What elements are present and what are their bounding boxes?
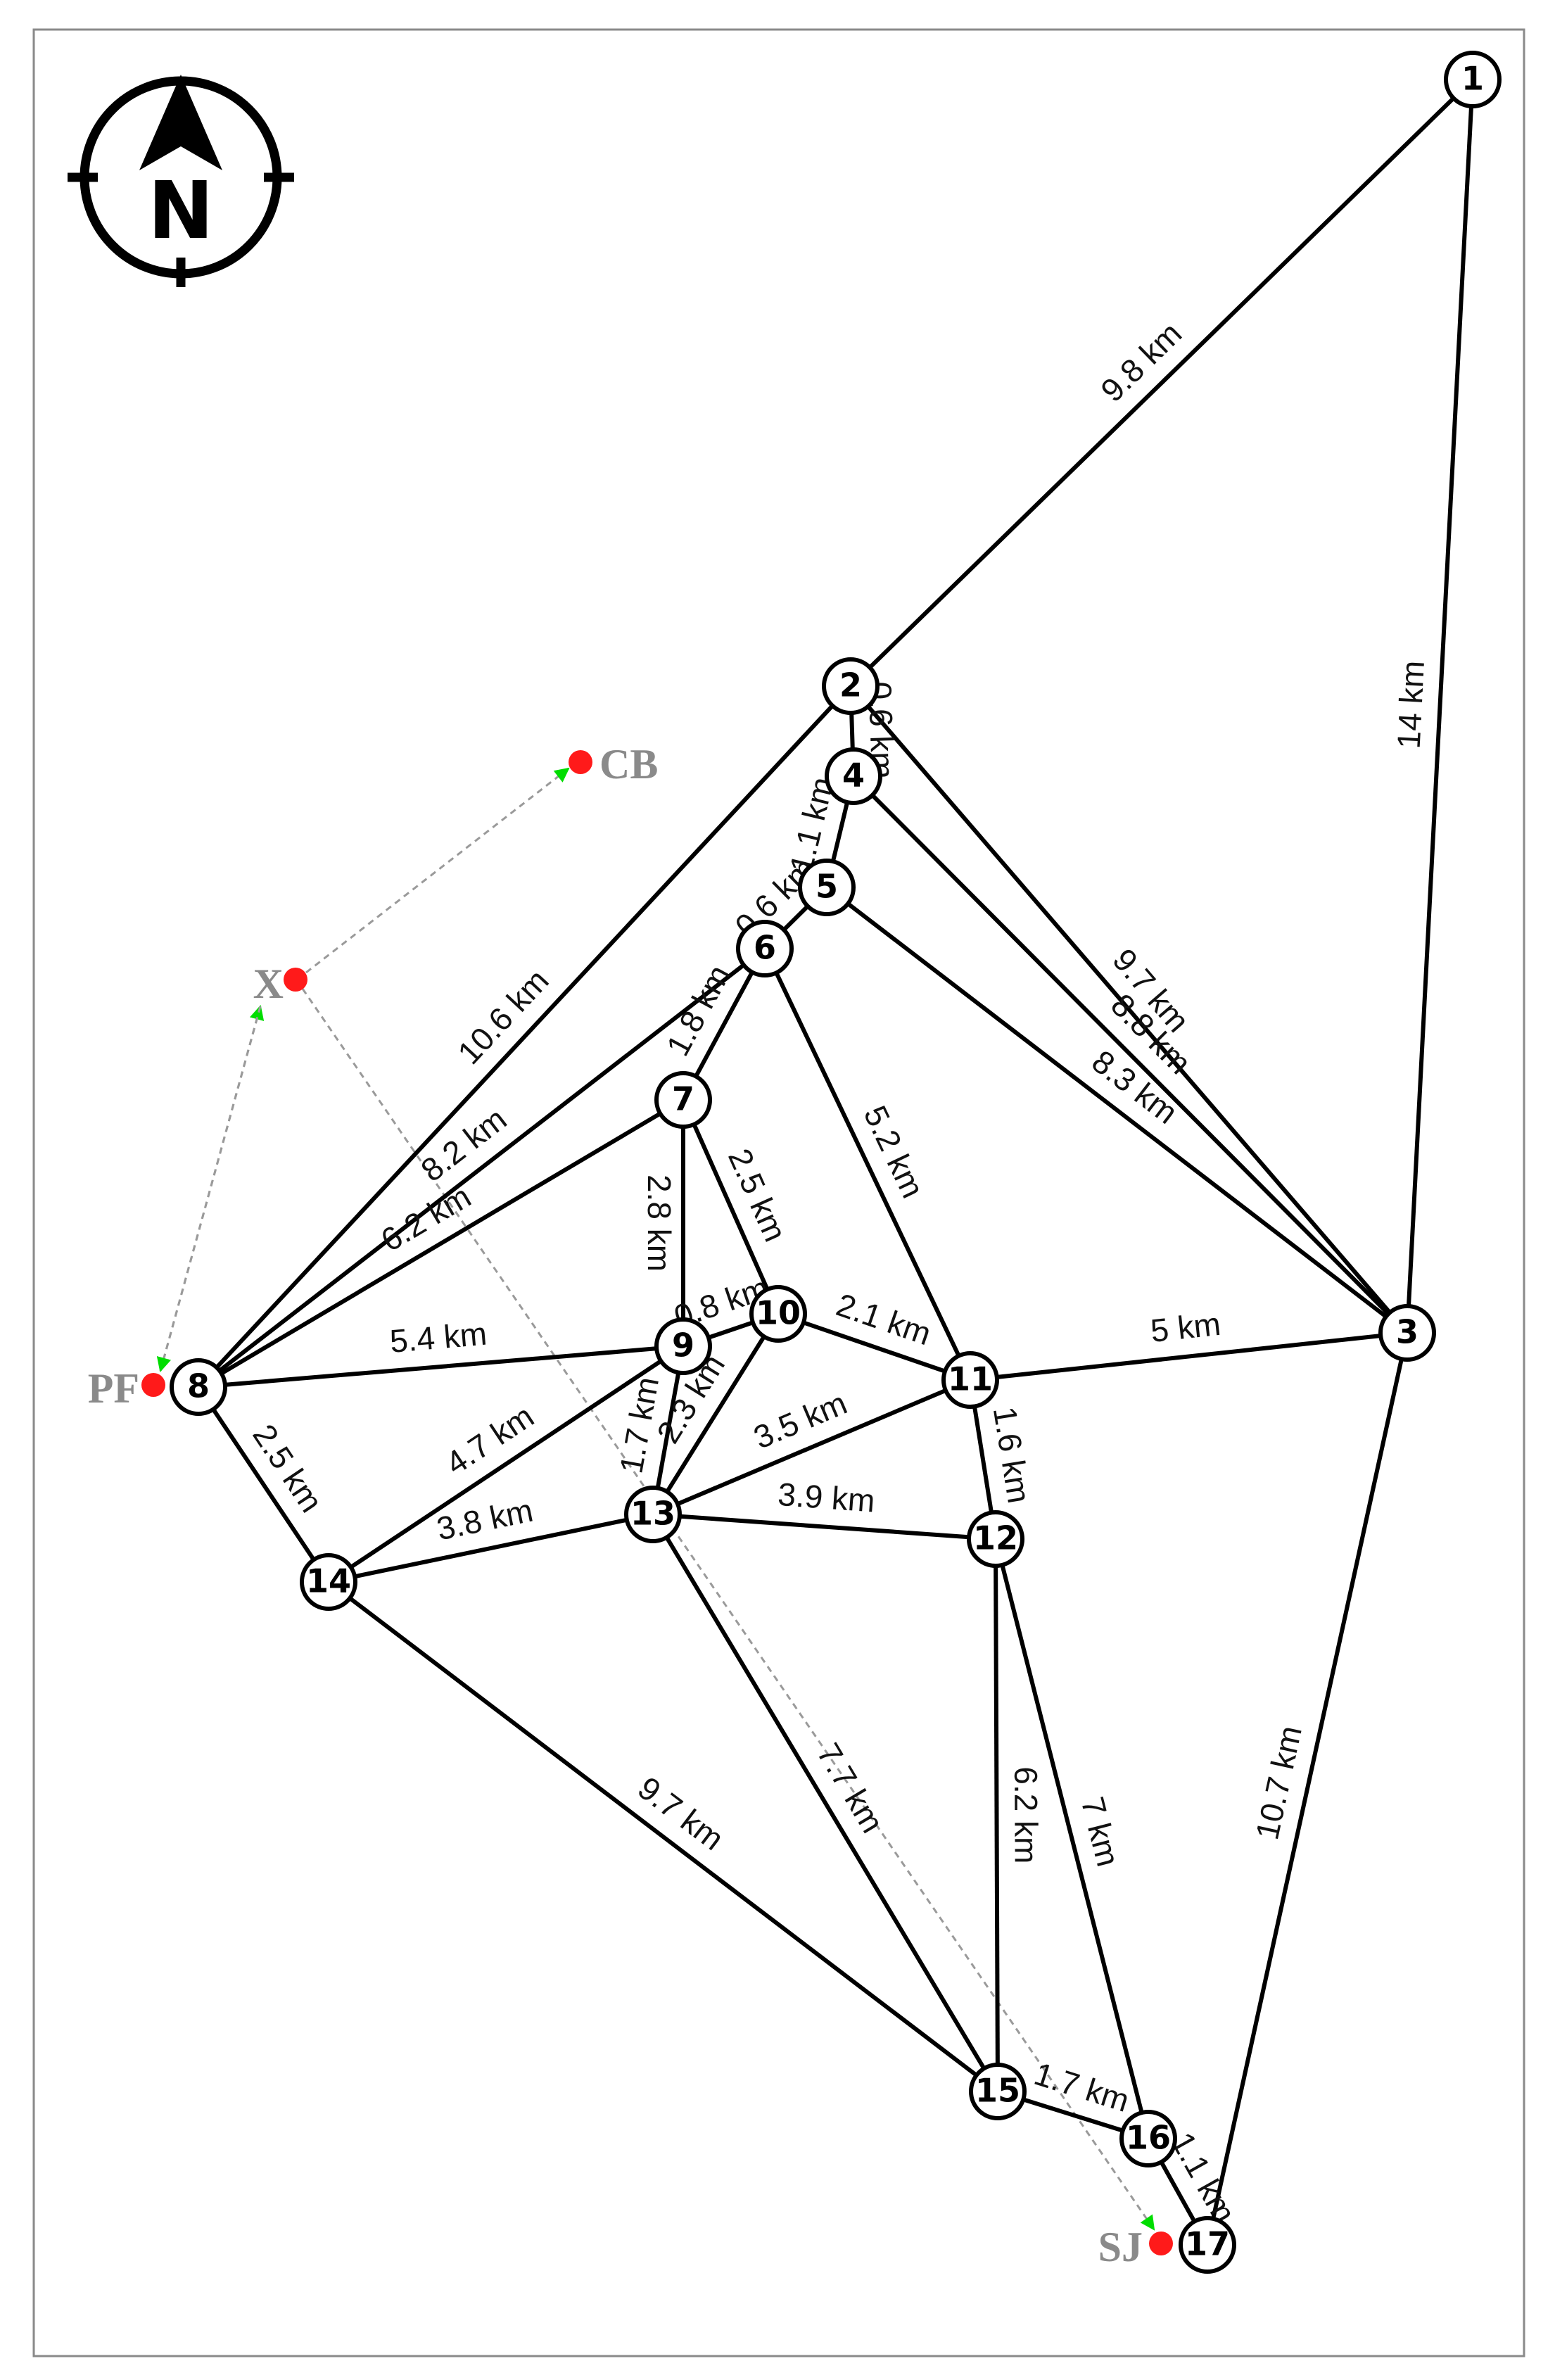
- edge-1-3: [1405, 79, 1475, 1334]
- edge-8-9: [198, 1344, 684, 1389]
- node-3: 3: [1378, 1304, 1436, 1362]
- node-4: 4: [825, 747, 882, 805]
- compass-north-letter: N: [148, 165, 214, 257]
- edge-10-13: [651, 1312, 780, 1516]
- node-label-10: 10: [756, 1294, 801, 1332]
- node-2: 2: [822, 657, 880, 715]
- node-1: 1: [1444, 51, 1502, 108]
- place-label-x: X: [253, 961, 284, 1007]
- node-label-6: 6: [754, 929, 776, 967]
- edge-12-13: [652, 1512, 996, 1541]
- edge-12-15: [994, 1538, 1000, 2092]
- node-circle-14: [300, 1553, 357, 1611]
- node-circle-1: [1444, 51, 1502, 108]
- edge-label-8-9: 5.4 km: [388, 1315, 488, 1360]
- node-label-1: 1: [1461, 60, 1484, 98]
- node-circle-3: [1378, 1304, 1436, 1362]
- edge-label-11-3: 5 km: [1149, 1305, 1223, 1349]
- node-5: 5: [798, 859, 856, 916]
- node-label-14: 14: [306, 1562, 351, 1600]
- node-circle-9: [654, 1317, 712, 1375]
- edge-10-11: [778, 1312, 971, 1382]
- node-label-16: 16: [1126, 2119, 1171, 2157]
- node-label-9: 9: [672, 1327, 694, 1365]
- node-label-12: 12: [973, 1519, 1018, 1557]
- node-12: 12: [967, 1510, 1024, 1568]
- node-label-3: 3: [1396, 1313, 1418, 1351]
- edge-8-14: [196, 1386, 331, 1583]
- edge-7-10: [681, 1099, 780, 1315]
- edge-6-8: [197, 947, 766, 1389]
- node-6: 6: [736, 920, 794, 977]
- diagram-frame: [32, 28, 1525, 2357]
- edge-label-7-9: 2.8 km: [641, 1175, 678, 1272]
- place-dot-pf: [141, 1373, 165, 1397]
- edge-13-14: [328, 1512, 654, 1584]
- node-label-2: 2: [839, 666, 862, 704]
- place-label-cb: CB: [599, 741, 658, 787]
- node-circle-17: [1179, 2216, 1236, 2274]
- edge-label-1-3: 14 km: [1390, 659, 1431, 749]
- edge-1-2: [849, 77, 1475, 688]
- node-8: 8: [170, 1358, 227, 1416]
- edge-3-17: [1205, 1332, 1409, 2246]
- edge-12-16: [994, 1538, 1150, 2139]
- place-markers: CB X PF SJ: [88, 741, 1173, 2270]
- node-label-7: 7: [672, 1080, 694, 1118]
- edge-2-3: [849, 685, 1409, 1334]
- node-14: 14: [300, 1553, 357, 1611]
- node-circle-11: [941, 1351, 999, 1409]
- node-9: 9: [654, 1317, 712, 1375]
- node-10: 10: [749, 1285, 807, 1343]
- place-dot-sj: [1149, 2232, 1173, 2255]
- edge-6-11: [763, 947, 972, 1381]
- edge-11-13: [652, 1378, 972, 1517]
- edge-4-3: [851, 774, 1409, 1335]
- node-13: 13: [624, 1486, 682, 1543]
- node-17: 17: [1179, 2216, 1236, 2274]
- node-circle-16: [1119, 2110, 1177, 2167]
- edge-5-3: [825, 885, 1409, 1335]
- node-circle-15: [969, 2063, 1027, 2120]
- node-circle-5: [798, 859, 856, 916]
- node-label-11: 11: [948, 1360, 993, 1398]
- node-label-4: 4: [842, 757, 865, 795]
- node-circle-13: [624, 1486, 682, 1543]
- node-label-13: 13: [630, 1495, 675, 1533]
- edge-label-12-15: 6.2 km: [1008, 1766, 1045, 1863]
- node-circle-12: [967, 1510, 1024, 1568]
- edge-9-14: [327, 1344, 685, 1584]
- node-label-8: 8: [187, 1367, 210, 1405]
- node-label-17: 17: [1185, 2225, 1230, 2263]
- place-label-sj: SJ: [1098, 2224, 1143, 2270]
- node-circle-8: [170, 1358, 227, 1416]
- node-label-5: 5: [815, 868, 838, 906]
- node-circle-2: [822, 657, 880, 715]
- place-dot-x: [284, 968, 307, 992]
- node-15: 15: [969, 2063, 1027, 2120]
- node-circle-7: [654, 1071, 712, 1129]
- node-label-15: 15: [975, 2072, 1020, 2110]
- north-compass-icon: N: [68, 75, 294, 287]
- node-11: 11: [941, 1351, 999, 1409]
- edge-11-3: [970, 1331, 1408, 1382]
- node-7: 7: [654, 1071, 712, 1129]
- edge-7-8: [197, 1098, 685, 1389]
- place-label-pf: PF: [88, 1365, 139, 1412]
- node-circle-4: [825, 747, 882, 805]
- node-circle-10: [749, 1285, 807, 1343]
- edge-14-15: [327, 1580, 999, 2094]
- node-circle-6: [736, 920, 794, 977]
- node-16: 16: [1119, 2110, 1177, 2167]
- edge-2-8: [196, 684, 853, 1389]
- place-dot-cb: [569, 750, 592, 774]
- road-edges: [196, 77, 1475, 2246]
- edge-13-15: [651, 1513, 1000, 2093]
- edge-label-12-13: 3.9 km: [777, 1476, 876, 1519]
